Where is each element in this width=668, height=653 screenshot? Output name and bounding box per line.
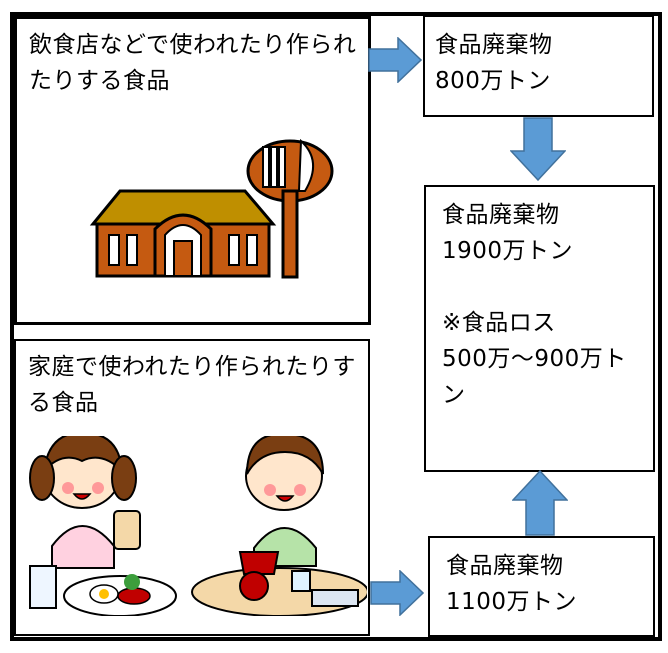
waste-restaurant-amount: 800万トン [435,68,551,94]
waste-restaurant-title: 食品廃棄物 [435,32,553,58]
food-loss-amount: 500万～900万トン [442,346,627,408]
food-loss-note: ※食品ロス [442,310,556,336]
restaurant-box: 飲食店などで使われたり作られたりする食品 [14,16,371,325]
household-label: 家庭で使われたり作られたりする食品 [28,354,356,416]
waste-household-amount: 1100万トン [446,589,578,615]
waste-total-box: 食品廃棄物 1900万トン ※食品ロス 500万～900万トン [424,185,655,472]
waste-total-amount: 1900万トン [442,238,574,264]
restaurant-icon [89,138,334,279]
waste-total-title: 食品廃棄物 [442,202,560,228]
right-arrow-icon [368,37,422,83]
restaurant-label: 飲食店などで使われたり作られたりする食品 [29,32,357,94]
household-box: 家庭で使われたり作られたりする食品 [14,339,370,636]
up-arrow-icon [512,470,568,536]
waste-household-title: 食品廃棄物 [446,553,564,579]
household-illustration [29,436,367,616]
waste-restaurant-box: 食品廃棄物 800万トン [423,15,654,117]
waste-household-box: 食品廃棄物 1100万トン [428,536,655,637]
down-arrow-icon [510,117,566,181]
right-arrow-icon [370,570,424,616]
